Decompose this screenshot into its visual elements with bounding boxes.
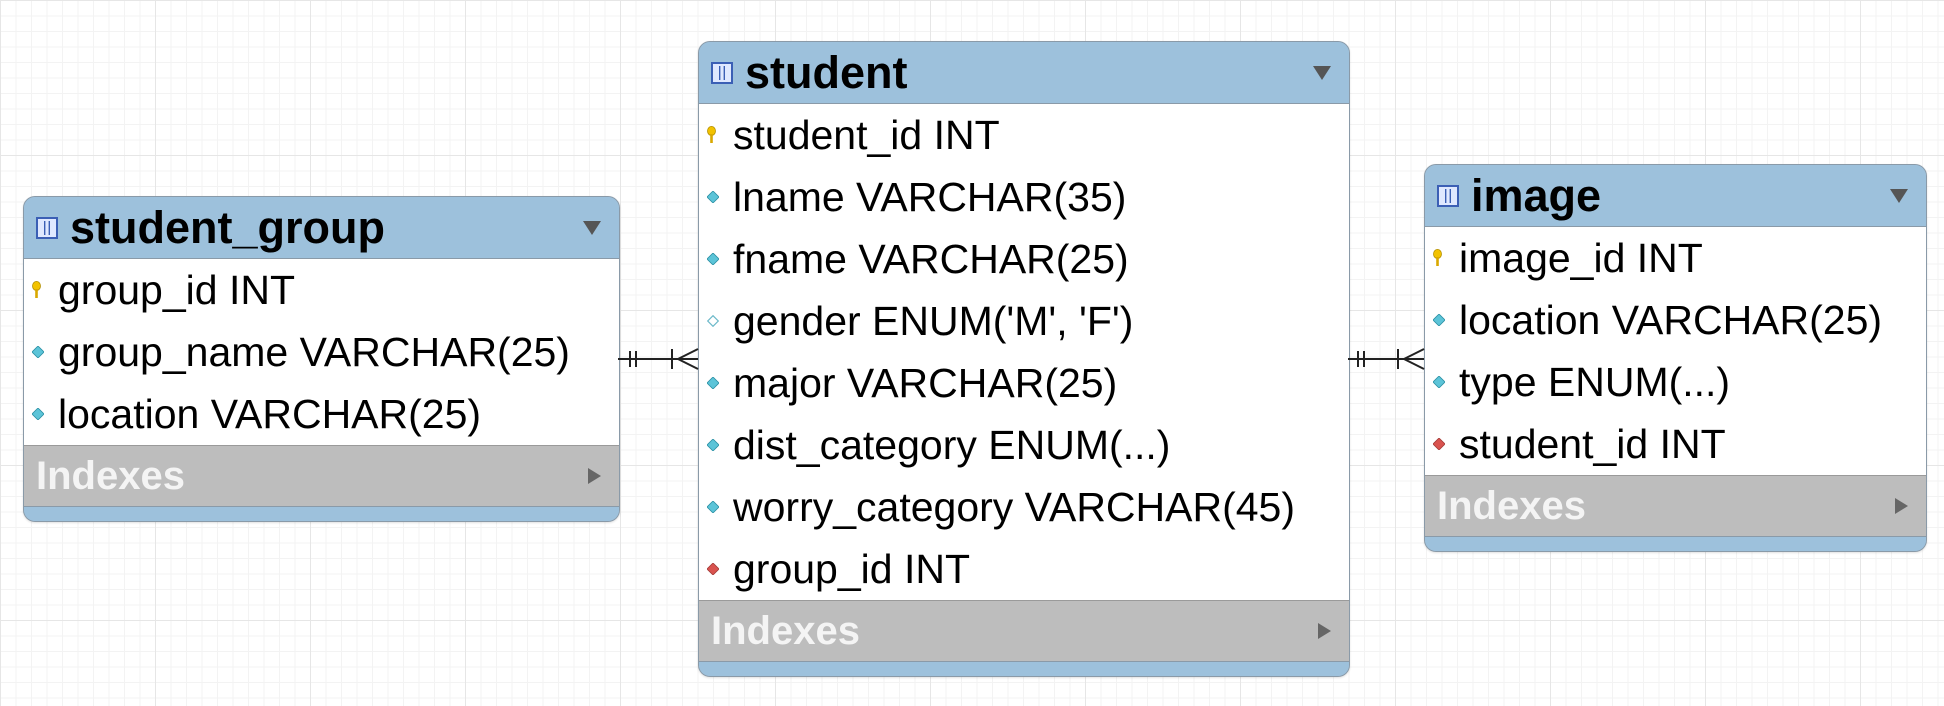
indexes-section[interactable]: Indexes [24, 445, 619, 507]
column-row[interactable]: fname VARCHAR(25) [699, 228, 1349, 290]
column-definition: gender ENUM('M', 'F') [733, 297, 1134, 344]
column-row[interactable]: lname VARCHAR(35) [699, 166, 1349, 228]
table-student[interactable]: student student_id INT lname VARCHAR(35) f… [698, 41, 1350, 677]
collapse-arrow-icon[interactable] [1313, 65, 1331, 80]
indexes-label: Indexes [1437, 483, 1586, 528]
column-definition: worry_category VARCHAR(45) [733, 483, 1296, 530]
column-row[interactable]: gender ENUM('M', 'F') [699, 290, 1349, 352]
not-null-column-icon [1433, 314, 1445, 326]
column-list: student_id INT lname VARCHAR(35) fname VAR… [699, 104, 1349, 600]
table-header[interactable]: image [1425, 165, 1926, 227]
table-icon [36, 216, 58, 239]
column-row[interactable]: group_name VARCHAR(25) [24, 321, 619, 383]
primary-key-icon [32, 281, 41, 299]
column-definition: location VARCHAR(25) [1459, 296, 1883, 343]
table-image[interactable]: image image_id INT location VARCHAR(25) ty… [1424, 164, 1927, 552]
collapse-arrow-icon[interactable] [1890, 188, 1908, 203]
table-header[interactable]: student_group [24, 197, 619, 259]
column-definition: dist_category ENUM(...) [733, 421, 1171, 468]
primary-key-icon [707, 126, 716, 144]
column-row[interactable]: location VARCHAR(25) [1425, 289, 1926, 351]
column-definition: image_id INT [1459, 234, 1703, 281]
table-icon [1437, 184, 1459, 207]
column-definition: location VARCHAR(25) [58, 390, 482, 437]
expand-arrow-icon[interactable] [1895, 498, 1908, 514]
column-row[interactable]: student_id INT [1425, 413, 1926, 475]
column-definition: group_name VARCHAR(25) [58, 328, 570, 375]
foreign-key-icon [707, 563, 719, 575]
not-null-column-icon [707, 439, 719, 451]
column-row[interactable]: group_id INT [699, 538, 1349, 600]
column-definition: student_id INT [1459, 420, 1726, 467]
column-definition: lname VARCHAR(35) [733, 173, 1127, 220]
table-icon [711, 61, 733, 84]
not-null-column-icon [707, 377, 719, 389]
not-null-column-icon [32, 346, 44, 358]
expand-arrow-icon[interactable] [588, 468, 601, 484]
collapse-arrow-icon[interactable] [583, 220, 601, 235]
table-name: student [745, 47, 908, 98]
column-definition: group_id INT [733, 545, 971, 592]
table-name: student_group [70, 202, 385, 253]
column-row[interactable]: image_id INT [1425, 227, 1926, 289]
not-null-column-icon [707, 191, 719, 203]
nullable-column-icon [707, 315, 719, 327]
column-definition: group_id INT [58, 266, 296, 313]
table-footer [1425, 537, 1926, 551]
indexes-label: Indexes [36, 453, 185, 498]
column-list: image_id INT location VARCHAR(25) type ENU… [1425, 227, 1926, 475]
column-definition: type ENUM(...) [1459, 358, 1731, 405]
table-name: image [1471, 170, 1602, 221]
relationship-student-image[interactable] [1348, 348, 1425, 370]
foreign-key-icon [1433, 438, 1445, 450]
primary-key-icon [1433, 249, 1442, 267]
column-row[interactable]: major VARCHAR(25) [699, 352, 1349, 414]
column-definition: student_id INT [733, 111, 1000, 158]
indexes-section[interactable]: Indexes [1425, 475, 1926, 537]
column-row[interactable]: type ENUM(...) [1425, 351, 1926, 413]
table-header[interactable]: student [699, 42, 1349, 104]
column-definition: major VARCHAR(25) [733, 359, 1118, 406]
column-definition: fname VARCHAR(25) [733, 235, 1129, 282]
table-footer [24, 507, 619, 521]
column-row[interactable]: dist_category ENUM(...) [699, 414, 1349, 476]
column-list: group_id INT group_name VARCHAR(25) locati… [24, 259, 619, 445]
not-null-column-icon [1433, 376, 1445, 388]
not-null-column-icon [707, 253, 719, 265]
table-student-group[interactable]: student_group group_id INT group_name VAR… [23, 196, 620, 522]
not-null-column-icon [707, 501, 719, 513]
column-row[interactable]: group_id INT [24, 259, 619, 321]
table-footer [699, 662, 1349, 676]
expand-arrow-icon[interactable] [1318, 623, 1331, 639]
not-null-column-icon [32, 408, 44, 420]
column-row[interactable]: worry_category VARCHAR(45) [699, 476, 1349, 538]
column-row[interactable]: student_id INT [699, 104, 1349, 166]
relationship-student-group-student[interactable] [618, 348, 699, 370]
column-row[interactable]: location VARCHAR(25) [24, 383, 619, 445]
indexes-label: Indexes [711, 608, 860, 653]
indexes-section[interactable]: Indexes [699, 600, 1349, 662]
